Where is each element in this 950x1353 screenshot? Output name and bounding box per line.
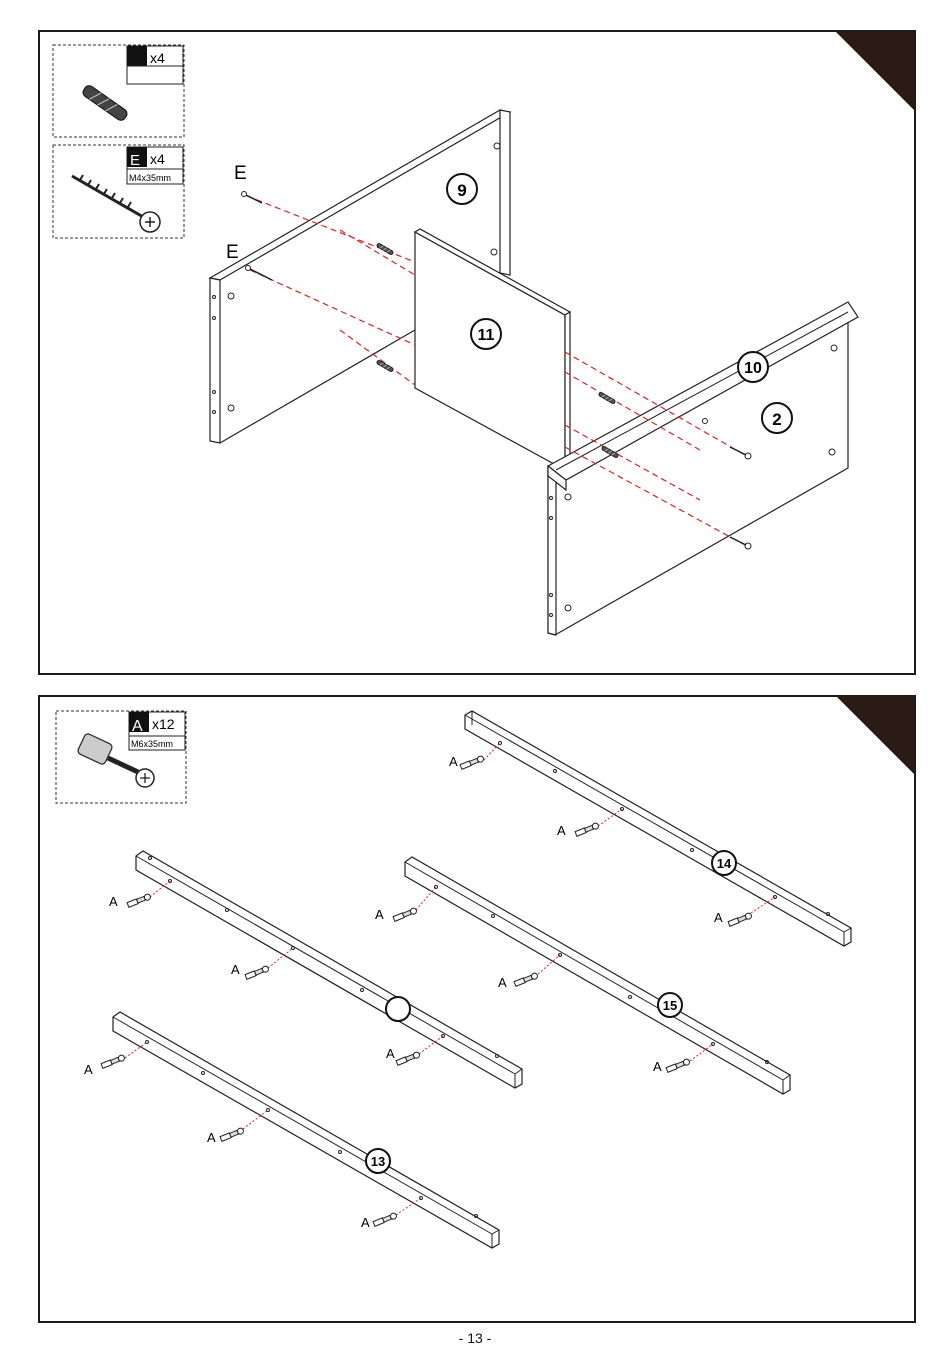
svg-text:10: 10: [744, 360, 762, 377]
screw-top-4: [730, 537, 751, 549]
cam-bolt-8: [514, 972, 539, 987]
svg-text:14: 14: [717, 856, 732, 871]
svg-text:11: 11: [478, 327, 495, 344]
svg-text:A: A: [109, 894, 118, 909]
callout-e-1: E: [234, 163, 247, 184]
hardware-box-screw: E x4 M4x35mm: [53, 145, 184, 238]
cam-bolt-1: [460, 755, 485, 770]
screw-size: M4x35mm: [129, 173, 171, 183]
part-badge-blank: [386, 997, 410, 1021]
cam-bolt-9: [666, 1058, 691, 1073]
cam-bolt-5: [245, 965, 270, 980]
dowel-qty: x4: [150, 50, 165, 66]
screw-top-2: [246, 266, 273, 281]
dowel-top-3: [598, 392, 616, 404]
cam-bolt-qty: x12: [152, 716, 175, 732]
svg-text:A: A: [375, 907, 384, 922]
cam-bolt-3: [728, 912, 753, 927]
dowel-top-2: [376, 360, 394, 372]
part-badge-11: 11: [471, 319, 501, 349]
part-badge-10: 10: [738, 352, 768, 382]
cam-bolt-size: M6x35mm: [131, 739, 173, 749]
part-badge-9: 9: [447, 174, 477, 204]
board-panel-11: [415, 229, 570, 470]
svg-text:13: 13: [371, 1154, 385, 1169]
svg-text:A: A: [653, 1059, 662, 1074]
page-number: - 13 -: [0, 1330, 950, 1346]
rail-14: [465, 711, 851, 946]
svg-text:A: A: [714, 910, 723, 925]
svg-text:A: A: [231, 962, 240, 977]
cam-bolt-letter: A: [132, 718, 143, 735]
screw-qty: x4: [150, 151, 165, 167]
callout-e-2: E: [226, 242, 239, 263]
svg-text:9: 9: [457, 181, 466, 200]
cam-bolt-12: [373, 1212, 398, 1227]
part-badge-15: 15: [658, 993, 682, 1017]
cam-bolt-7: [393, 907, 418, 922]
screw-top-1: [242, 192, 263, 204]
hardware-box-dowel: x4: [53, 45, 184, 137]
cam-bolt-4: [127, 893, 152, 908]
board-panel-2: [548, 320, 848, 635]
corner-tab-top: [836, 31, 915, 110]
svg-text:15: 15: [663, 998, 677, 1013]
svg-text:A: A: [361, 1215, 370, 1230]
cam-bolt-6: [396, 1051, 421, 1066]
cam-bolt-10: [101, 1054, 126, 1069]
cam-bolt-2: [575, 822, 600, 837]
svg-text:A: A: [449, 754, 458, 769]
svg-text:A: A: [207, 1130, 216, 1145]
guide-lines-bottom: [125, 743, 775, 1215]
screw-letter: E: [130, 152, 140, 169]
svg-text:A: A: [386, 1046, 395, 1061]
svg-text:A: A: [498, 975, 507, 990]
rail-13: [113, 1012, 499, 1248]
svg-text:A: A: [557, 823, 566, 838]
part-badge-13: 13: [366, 1149, 390, 1173]
part-badge-14: 14: [712, 851, 736, 875]
cam-bolt-11: [220, 1127, 245, 1142]
hardware-box-cam-bolt: A x12 M6x35mm: [56, 711, 186, 803]
svg-text:2: 2: [772, 410, 781, 429]
corner-tab-bottom: [836, 696, 915, 775]
part-badge-2: 2: [762, 403, 792, 433]
wood-dowel-icon: [81, 84, 129, 123]
svg-text:A: A: [84, 1062, 93, 1077]
